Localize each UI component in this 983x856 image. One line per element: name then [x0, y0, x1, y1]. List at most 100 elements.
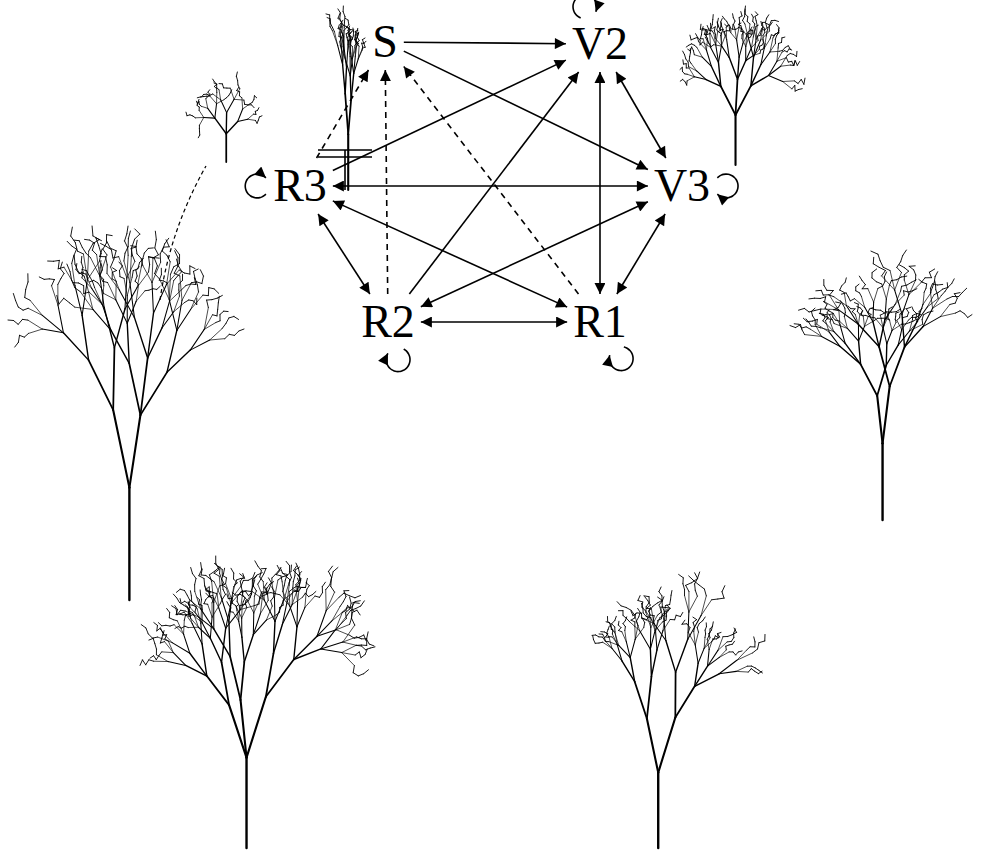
- plant-stroke: [761, 52, 770, 65]
- plant-stroke: [351, 53, 354, 74]
- plant-stroke: [355, 652, 359, 655]
- plant-stroke: [736, 652, 739, 655]
- plant-stroke: [686, 585, 689, 591]
- plant-stroke: [781, 55, 788, 66]
- plant-stroke: [152, 283, 153, 314]
- plant-stroke: [200, 600, 202, 605]
- plant-stroke: [883, 386, 890, 443]
- plant-stroke: [857, 311, 859, 314]
- plant-stroke: [690, 35, 691, 40]
- plant-stroke: [748, 669, 751, 672]
- plant-stroke: [253, 614, 260, 635]
- plant-stroke: [166, 625, 170, 627]
- plant-stroke: [127, 323, 129, 363]
- plant-stroke: [217, 594, 219, 608]
- plant-stroke: [322, 587, 323, 593]
- plant-stroke: [148, 264, 149, 272]
- plant-stroke: [751, 75, 769, 85]
- plant-stroke: [229, 93, 231, 96]
- plant-stroke: [130, 256, 132, 282]
- plant-stroke: [932, 282, 934, 287]
- plant-stroke: [369, 644, 374, 646]
- plant-stroke: [881, 310, 885, 313]
- plant-stroke: [731, 638, 733, 642]
- plant-stroke: [312, 591, 315, 594]
- plant-stroke: [296, 581, 300, 585]
- plant-stroke: [152, 262, 161, 282]
- plant-stroke: [691, 63, 697, 71]
- plant-stroke: [858, 325, 859, 341]
- plant-stroke: [642, 607, 646, 611]
- plant-stroke: [694, 37, 697, 38]
- plant-stroke: [180, 599, 181, 604]
- plant-stroke: [685, 82, 687, 85]
- plant-stroke: [349, 33, 351, 38]
- plant-stroke: [657, 631, 663, 650]
- plant-stroke: [736, 671, 748, 673]
- plant-stroke: [260, 600, 268, 613]
- plant-stroke: [752, 29, 753, 32]
- plant-stroke: [252, 580, 253, 587]
- plant-stroke: [662, 607, 664, 612]
- plant-stroke: [346, 27, 349, 29]
- plant-stroke: [812, 319, 817, 321]
- plant-stroke: [222, 594, 225, 598]
- plant-stroke: [254, 604, 259, 606]
- plant-stroke: [22, 319, 27, 321]
- plant-stroke: [181, 601, 185, 603]
- plant-stroke: [923, 317, 940, 327]
- plant-stroke: [195, 278, 197, 284]
- plant-stroke: [694, 584, 696, 590]
- plant-stroke: [827, 314, 828, 319]
- plant-stroke: [218, 296, 220, 302]
- plant-stroke: [70, 272, 72, 281]
- plant-stroke: [162, 312, 174, 328]
- plant-stroke: [899, 265, 904, 268]
- plant-stroke: [210, 329, 222, 340]
- plant-stroke: [359, 652, 361, 658]
- plant-stroke: [753, 21, 755, 24]
- plant-stroke: [294, 649, 321, 660]
- plant-stroke: [195, 607, 196, 612]
- plant-stroke: [114, 251, 116, 260]
- plant-stroke: [349, 28, 350, 33]
- plant-stroke: [683, 584, 685, 590]
- plant-stroke: [94, 280, 98, 283]
- plant-stroke: [736, 666, 747, 671]
- plant-stroke: [697, 624, 699, 628]
- plant-stroke: [162, 651, 174, 653]
- plant-stroke: [307, 585, 309, 589]
- plant-stroke: [258, 566, 262, 571]
- plant-stroke: [75, 307, 93, 309]
- plant-stroke: [796, 51, 797, 56]
- plant-stroke: [210, 638, 221, 662]
- plant-stroke: [822, 314, 827, 315]
- plant-stroke: [709, 639, 713, 650]
- plant-stroke: [178, 627, 181, 629]
- plant-stroke: [156, 625, 158, 630]
- plant-stroke: [857, 308, 859, 312]
- plant-stroke: [937, 294, 939, 298]
- plant-drawing: [140, 556, 375, 848]
- plant-stroke: [181, 610, 186, 612]
- plant-stroke: [861, 364, 878, 395]
- plant-stroke: [934, 277, 936, 282]
- plant-stroke: [716, 26, 718, 30]
- plant-stroke: [696, 34, 698, 38]
- plant-stroke: [829, 295, 834, 297]
- plant-stroke: [922, 315, 923, 320]
- plant-stroke: [58, 279, 61, 285]
- plant-stroke: [155, 240, 157, 248]
- plant-stroke: [340, 46, 341, 50]
- plant-stroke: [64, 298, 70, 302]
- plant-stroke: [253, 576, 256, 580]
- plant-stroke: [149, 638, 153, 640]
- plant-stroke: [204, 323, 216, 330]
- plant-stroke: [167, 330, 177, 372]
- plant-stroke: [845, 343, 860, 364]
- plant-stroke: [119, 262, 122, 266]
- plant-stroke: [823, 321, 826, 324]
- plant-stroke: [210, 94, 213, 96]
- plant-stroke: [249, 591, 253, 595]
- plant-stroke: [843, 304, 845, 308]
